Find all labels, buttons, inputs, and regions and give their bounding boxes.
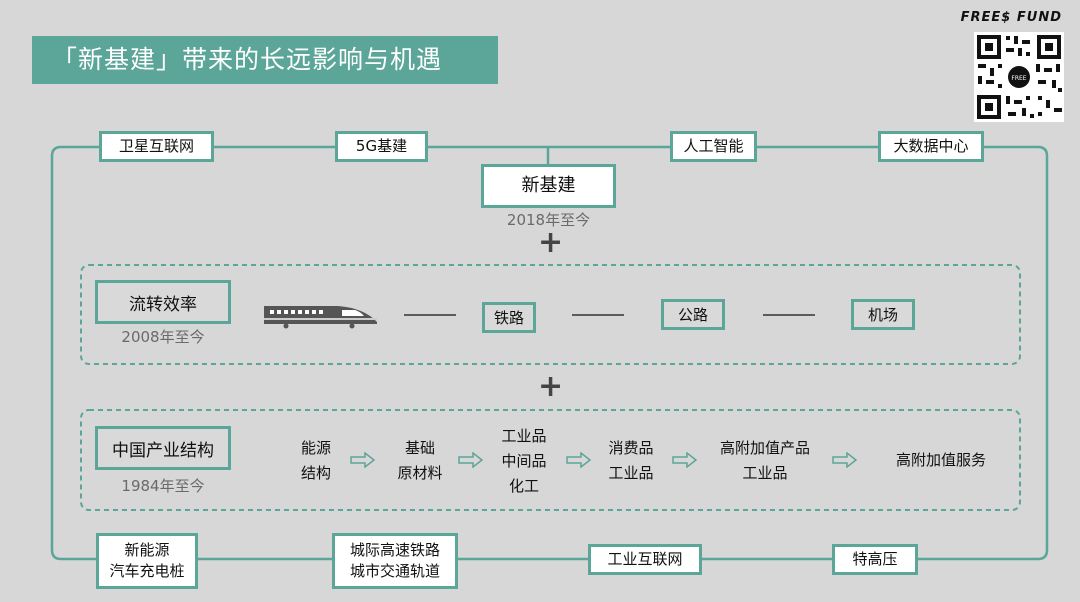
node-railway: 铁路 [482, 302, 536, 333]
flow-efficiency-label: 流转效率 [95, 280, 231, 324]
arrow-icon [350, 451, 376, 472]
stage-raw-materials: 基础原材料 [397, 439, 443, 482]
node-intercity-rail: 城际高速铁路城市交通轨道 [332, 533, 458, 589]
stage-consumer-goods: 消费品工业品 [608, 439, 654, 482]
plus-sign-2: + [538, 369, 564, 404]
node-new-infrastructure: 新基建 [481, 164, 616, 208]
svg-text:FREE: FREE [1011, 75, 1026, 82]
brand-logo: FREE$ FUND [960, 10, 1062, 25]
stage-energy: 能源结构 [300, 439, 331, 482]
stage-industrial-goods: 工业品中间品化工 [501, 427, 547, 495]
node-big-data-center: 大数据中心 [878, 131, 984, 162]
industry-year: 1984年至今 [121, 477, 205, 495]
node-industrial-internet: 工业互联网 [588, 544, 702, 575]
node-ev-charging: 新能源汽车充电桩 [96, 533, 198, 589]
node-highway: 公路 [661, 299, 725, 330]
node-ai: 人工智能 [670, 131, 757, 162]
page-title: 「新基建」带来的长远影响与机遇 [32, 36, 498, 84]
arrow-icon [458, 451, 484, 472]
plus-sign: + [538, 225, 564, 260]
center-year: 2018年至今 [506, 211, 591, 229]
qr-code-icon: FREE [974, 32, 1064, 122]
stage-high-value-services: 高附加值服务 [895, 451, 986, 469]
stage-high-value-products: 高附加值产品工业品 [719, 439, 810, 482]
node-airport: 机场 [851, 299, 915, 330]
industry-structure-label: 中国产业结构 [95, 426, 231, 470]
arrow-icon [832, 451, 858, 472]
node-satellite-internet: 卫星互联网 [99, 131, 214, 162]
train-icon [260, 300, 380, 330]
node-uhv: 特高压 [832, 544, 918, 575]
node-5g: 5G基建 [335, 131, 428, 162]
flow-year: 2008年至今 [121, 328, 205, 346]
arrow-icon [672, 451, 698, 472]
arrow-icon [566, 451, 592, 472]
